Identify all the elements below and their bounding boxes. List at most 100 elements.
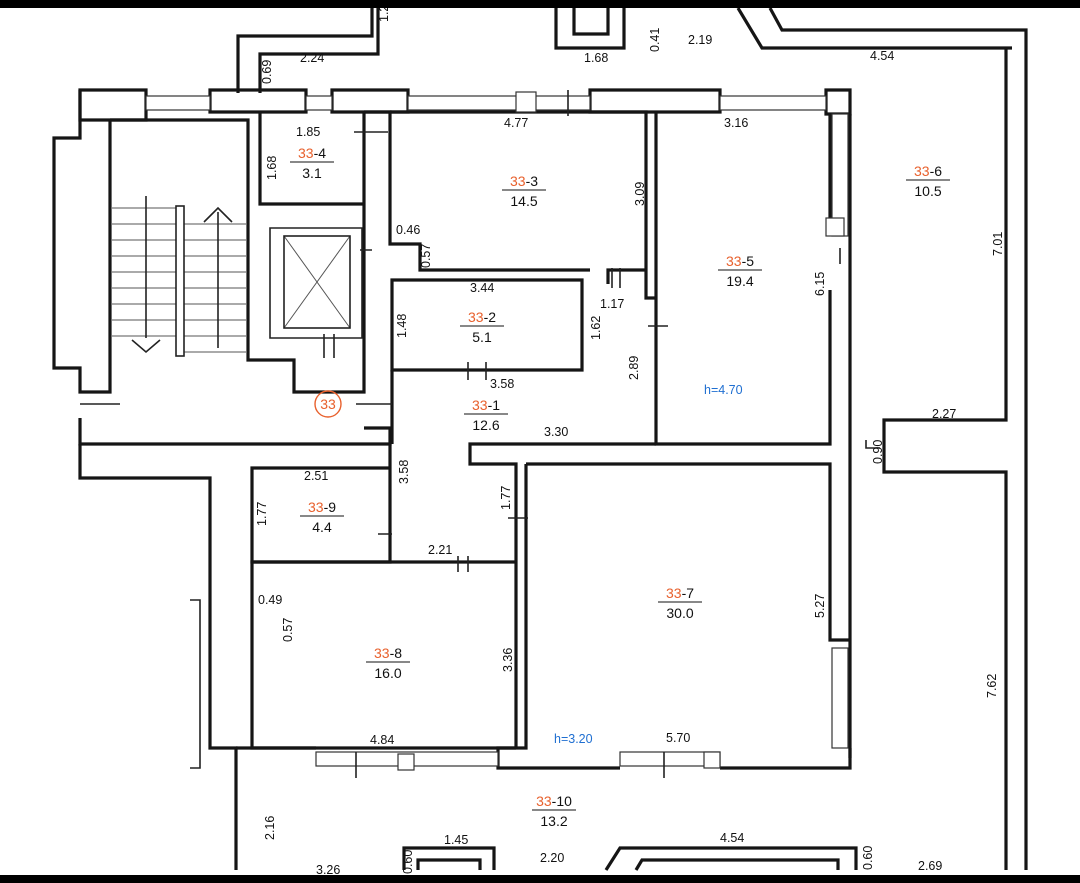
dim-label: 3.30 (544, 425, 568, 439)
staircase (112, 196, 351, 357)
apartment-badge-text: 33 (320, 396, 336, 412)
wall-n-block1 (208, 88, 308, 114)
room-id-prefix: 33 (726, 253, 742, 269)
wall-right-outer (768, 8, 1028, 870)
wall-room-7-left (496, 464, 620, 770)
wall-room-3 (390, 110, 648, 270)
dim-label: 1.17 (600, 297, 624, 311)
dim-label: 1.62 (589, 316, 603, 340)
wall-west-lower (78, 418, 110, 446)
dim-label: 2.21 (428, 543, 452, 557)
room-label: 33-43.1 (290, 145, 334, 181)
apartment-badge: 33 (314, 390, 342, 418)
wall-n-block3 (588, 88, 722, 114)
windows (145, 91, 849, 771)
dim-label: 3.36 (501, 648, 515, 672)
dim-label: 3.58 (397, 460, 411, 484)
room-id-suffix: -1 (488, 397, 501, 413)
wall-hall-bottom (110, 426, 392, 446)
wall-room-3-door (606, 268, 656, 300)
dim-label: 2.19 (688, 33, 712, 47)
room-label: 33-1 12.6 (464, 397, 508, 433)
room-id-prefix: 33 (914, 163, 930, 179)
dim-label: 4.54 (870, 49, 894, 63)
room-label: 33-25.1 (460, 309, 504, 345)
dim-label: 2.51 (304, 469, 328, 483)
wall-n-block2 (330, 88, 410, 114)
door-tick-east (865, 440, 880, 449)
dim-label: 2.27 (932, 407, 956, 421)
wall-room-5 (654, 112, 832, 446)
room-area: 12.6 (472, 417, 499, 433)
room-id: 33-5 (726, 253, 754, 269)
room-id-prefix: 33 (510, 173, 526, 189)
room-id-prefix: 33 (666, 585, 682, 601)
dim-label: 4.54 (720, 831, 744, 845)
dim-label: 1.77 (255, 502, 269, 526)
room-id: 33-3 (510, 173, 538, 189)
room-id: 33-8 (374, 645, 402, 661)
room-label: 33-5 19.4 (718, 253, 762, 289)
elevator-shaft (269, 227, 363, 339)
stair-steps-right (184, 223, 246, 353)
wall-ne-corner (824, 88, 852, 116)
wall-top-left-inner (258, 8, 380, 93)
dim-label: 3.44 (470, 281, 494, 295)
dim-label: 0.41 (648, 28, 662, 52)
room-label: 33-6 10.5 (906, 163, 950, 199)
wall-west-corridor (78, 444, 238, 870)
dim-label: 4.84 (370, 733, 394, 747)
room-area: 16.0 (374, 665, 401, 681)
dim-label: 3.16 (724, 116, 748, 130)
wall-room-3-left (364, 110, 590, 272)
room-area: 4.4 (312, 519, 332, 535)
dim-label: 0.46 (396, 223, 420, 237)
floor-plan-drawing: 33-112.633-25.133-314.533-43.133-519.433… (52, 8, 1028, 875)
window-room-3 (407, 95, 591, 111)
room-id-suffix: -6 (930, 163, 943, 179)
walls (52, 8, 1028, 871)
elevator-cabin (283, 235, 351, 329)
wall-top-left (236, 8, 374, 93)
wall-stairwell (110, 112, 366, 394)
room-area: 19.4 (726, 273, 753, 289)
dim-label: 4.77 (504, 116, 528, 130)
dim-label: 1.85 (296, 125, 320, 139)
dim-label: 1.77 (499, 486, 513, 510)
room-id-suffix: -2 (484, 309, 497, 325)
wall-nw-block (78, 88, 148, 122)
wall-west-stair (52, 90, 112, 394)
room-id-suffix: -9 (324, 499, 337, 515)
wall-bay-left (554, 8, 626, 50)
wall-room-7 (526, 462, 850, 642)
dim-label: 6.15 (813, 272, 827, 296)
room-label: 33-730.0 (658, 585, 702, 621)
dim-label: 1.68 (584, 51, 608, 65)
room-id: 33-10 (536, 793, 572, 809)
window-stair (145, 95, 211, 111)
room-area: 3.1 (302, 165, 322, 181)
room-id-suffix: -5 (742, 253, 755, 269)
dim-label: 7.01 (991, 232, 1005, 256)
room-id-prefix: 33 (374, 645, 390, 661)
room-id: 33-2 (468, 309, 496, 325)
dimension-labels: 1.29 0.41 2.19 0.69 2.24 1.68 4.54 4.77 … (255, 8, 1005, 875)
room-label: 33-8 16.0 (366, 645, 410, 681)
wall-corridor-right (468, 442, 656, 748)
wall-exterior-step (190, 599, 201, 769)
room-id: 33-1 (472, 397, 500, 413)
window-column (515, 91, 537, 113)
window-room-4 (305, 95, 333, 111)
dim-label: 2.24 (300, 51, 324, 65)
wall-south-bay1 (402, 846, 496, 870)
dim-label: 2.69 (918, 859, 942, 873)
wall-right-inner (882, 48, 1008, 870)
window-column-south1 (397, 753, 415, 771)
room-area: 10.5 (914, 183, 941, 199)
dim-label: 5.70 (666, 731, 690, 745)
window-column-south2 (703, 751, 721, 769)
room-id-prefix: 33 (468, 309, 484, 325)
door-marks (80, 90, 880, 778)
